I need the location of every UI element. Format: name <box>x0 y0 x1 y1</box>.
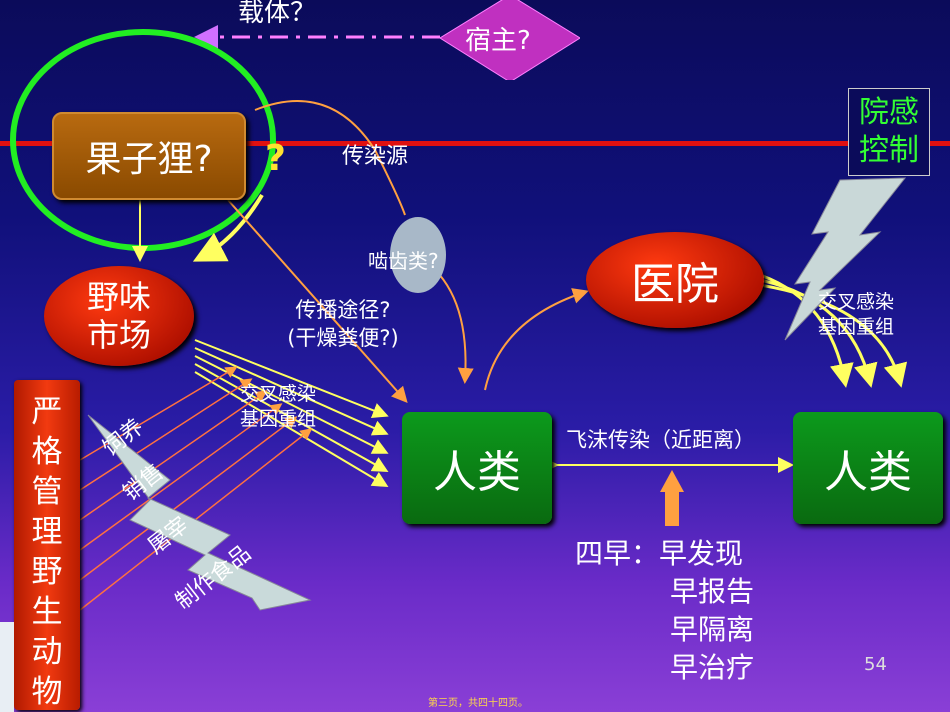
footer-text: 第三页，共四十四页。 <box>428 698 528 709</box>
wild-market-ellipse: 野味 市场 <box>44 266 194 366</box>
mgmt-char-2: 格 <box>31 434 63 470</box>
question-mark: ? <box>265 138 286 179</box>
strict-management-bar: 严 格 管 理 野 生 动 物 <box>14 380 80 710</box>
civet-label: 果子狸? <box>85 139 213 180</box>
hospital-control-line-2: 控制 <box>859 133 919 168</box>
hospital-ellipse: 医院 <box>586 232 764 328</box>
cross-infection-right-line-1: 交叉感染 <box>818 291 895 313</box>
host-label: 宿主? <box>465 26 531 56</box>
four-early-line-2: 早报告 <box>670 575 755 608</box>
transmission-route-line-2: (干燥粪便?) <box>287 326 399 350</box>
transmission-route-text: 传播途径? (干燥粪便?) <box>268 296 418 352</box>
cross-infection-right: 交叉感染 基因重组 <box>818 290 894 340</box>
four-early-line-3: 早隔离 <box>670 613 755 646</box>
wild-market-line-2: 市场 <box>86 316 151 354</box>
mgmt-char-6: 生 <box>31 594 63 630</box>
hospital-control-box: 院感 控制 <box>848 88 930 176</box>
four-early-list: 四早：早发现 早报告 早隔离 早治疗 <box>575 535 754 687</box>
hospital-control-line-1: 院感 <box>859 95 919 130</box>
mgmt-char-4: 理 <box>31 514 63 550</box>
cross-infection-right-line-2: 基因重组 <box>818 316 895 338</box>
hospital-label: 医院 <box>631 259 719 310</box>
infection-source-label: 传染源 <box>342 144 409 169</box>
logo-fragment <box>0 622 14 712</box>
human-right-label: 人类 <box>824 447 912 498</box>
transmission-route-line-1: 传播途径? <box>295 298 391 322</box>
cross-infection-left-line-2: 基因重组 <box>240 408 317 430</box>
mgmt-char-3: 管 <box>31 474 63 510</box>
mgmt-char-5: 野 <box>31 554 63 590</box>
page-number: 54 <box>864 654 887 675</box>
mgmt-char-1: 严 <box>31 394 63 430</box>
wild-market-line-1: 野味 <box>86 278 151 316</box>
carrier-label: 载体？ <box>238 0 317 28</box>
civet-box: 果子狸? <box>52 112 246 200</box>
rodents-label: 啮齿类? <box>368 249 439 273</box>
droplet-label: 飞沫传染（近距离） <box>566 428 755 452</box>
cross-infection-left: 交叉感染 基因重组 <box>240 382 316 432</box>
human-left-label: 人类 <box>433 447 521 498</box>
four-early-line-1: 四早：早发现 <box>575 537 744 570</box>
mgmt-char-7: 动 <box>31 634 63 670</box>
red-divider-line <box>0 141 950 146</box>
human-box-left: 人类 <box>402 412 552 524</box>
four-early-line-4: 早治疗 <box>670 651 755 684</box>
mgmt-char-8: 物 <box>31 674 63 710</box>
cross-infection-left-line-1: 交叉感染 <box>240 383 317 405</box>
human-box-right: 人类 <box>793 412 943 524</box>
host-diamond <box>440 0 580 80</box>
